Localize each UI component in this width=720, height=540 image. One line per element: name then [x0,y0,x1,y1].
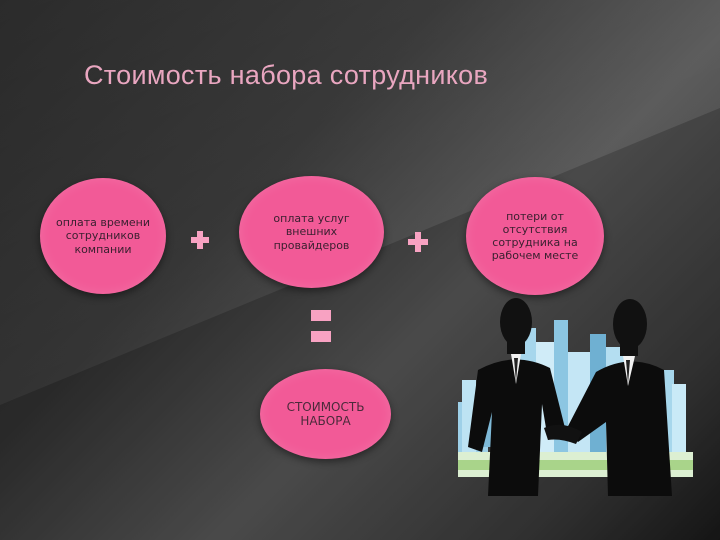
handshake-businessmen-city-icon [458,298,693,496]
result-label: СТОИМОСТЬ НАБОРА [286,399,365,428]
slide-title: Стоимость набора сотрудников [84,60,489,90]
oval-label: потери от отсутствия сотрудника на рабоч… [491,209,579,263]
cost-component-external-providers: оплата услуг внешних провайдеров [239,176,384,288]
oval-label: оплата времени сотрудников компании [56,216,150,256]
cost-component-internal-time: оплата времени сотрудников компании [40,178,166,294]
equals-icon [311,310,331,342]
cost-component-absence-losses: потери от отсутствия сотрудника на рабоч… [466,177,604,295]
plus-icon [191,231,209,249]
oval-label: оплата услуг внешних провайдеров [273,212,350,252]
plus-icon [408,232,428,252]
recruitment-cost-result: СТОИМОСТЬ НАБОРА [260,369,391,459]
